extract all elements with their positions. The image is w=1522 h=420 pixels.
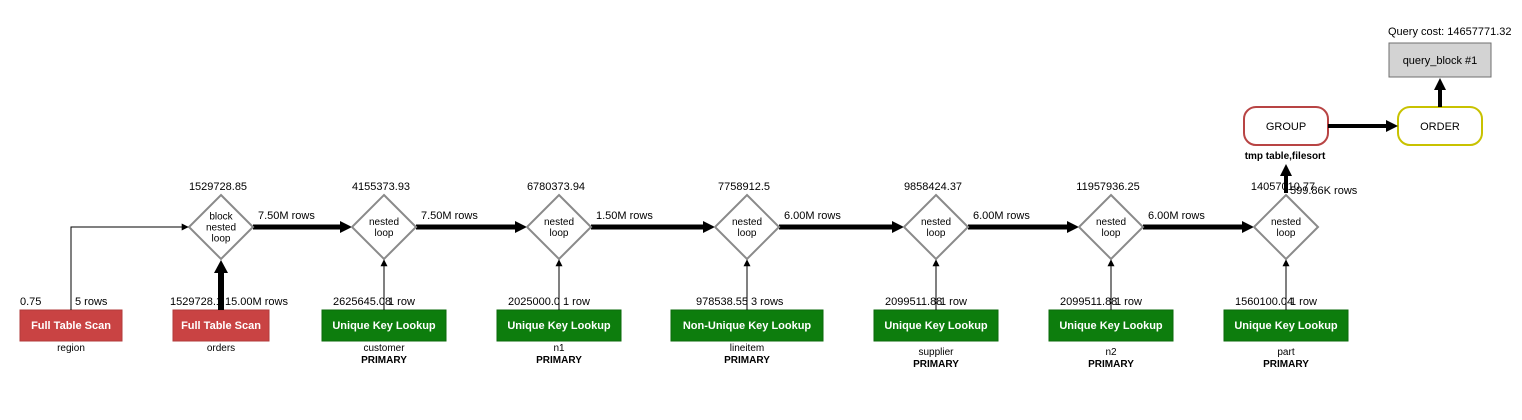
table-to-join-arrowhead <box>214 260 228 273</box>
nested-loop-node[interactable] <box>350 193 418 261</box>
table-cost-label: 2025000.0 <box>508 296 560 308</box>
group-to-order-arrowhead <box>1386 120 1398 132</box>
join-edge-arrowhead <box>703 221 715 233</box>
table-access-label: Unique Key Lookup <box>884 320 988 332</box>
table-access-label: Unique Key Lookup <box>507 320 611 332</box>
table-name-label: customer <box>363 343 405 354</box>
table-name-label: n1 <box>553 343 565 354</box>
table-cost-label: 1529728.1 <box>170 296 222 308</box>
nested-loop-label: loop <box>1102 228 1121 239</box>
table-name-label: region <box>57 343 85 354</box>
query-block-box[interactable] <box>1388 42 1492 78</box>
table-name-label: n2 <box>1105 347 1117 358</box>
join-rows-label: 7.50M rows <box>258 210 315 222</box>
join-cost-label: 1529728.85 <box>189 181 247 193</box>
table-access-label: Full Table Scan <box>31 320 111 332</box>
query-cost-text: Query cost: 14657771.32 <box>1388 26 1512 38</box>
nested-loop-label: nested <box>544 217 574 228</box>
nested-loop-label: nested <box>1271 217 1301 228</box>
table-rows-label: 1 row <box>563 296 590 308</box>
table-cost-label: 2625645.08 <box>333 296 391 308</box>
nested-loop-label: nested <box>921 217 951 228</box>
nested-loop-node[interactable] <box>902 193 970 261</box>
nested-loop-node[interactable] <box>713 193 781 261</box>
join-rows-label: 6.00M rows <box>1148 210 1205 222</box>
join-edge-arrowhead <box>1067 221 1079 233</box>
table-rows-label: 3 rows <box>751 296 784 308</box>
nested-loop-label: nested <box>369 217 399 228</box>
table-access-box[interactable] <box>19 309 123 342</box>
table-name-label: lineitem <box>730 343 764 354</box>
group-rows-label: 599.86K rows <box>1290 185 1358 197</box>
nested-loop-label: loop <box>1277 228 1296 239</box>
table-rows-label: 5 rows <box>75 296 108 308</box>
nested-loop-label: loop <box>212 234 231 245</box>
table-key-label: PRIMARY <box>1088 359 1134 370</box>
join-edge-arrowhead <box>515 221 527 233</box>
join-cost-label: 4155373.93 <box>352 181 410 193</box>
order-label: ORDER <box>1420 121 1460 133</box>
join-edge-arrowhead <box>1242 221 1254 233</box>
join-cost-label: 11957936.25 <box>1076 181 1139 193</box>
order-to-query-block-arrowhead <box>1434 78 1446 90</box>
table-cost-label: 978538.55 <box>696 296 748 308</box>
group-label: GROUP <box>1266 121 1306 133</box>
table-access-label: Non-Unique Key Lookup <box>683 320 812 332</box>
table-name-label: orders <box>207 343 235 354</box>
table-key-label: PRIMARY <box>536 355 582 366</box>
table-access-label: Unique Key Lookup <box>1059 320 1163 332</box>
nested-loop-node[interactable] <box>187 193 255 261</box>
join-cost-label: 14057010.77 <box>1251 181 1315 193</box>
nested-loop-label: nested <box>206 223 236 234</box>
nested-loop-label: nested <box>1096 217 1126 228</box>
table-key-label: PRIMARY <box>361 355 407 366</box>
table-rows-label: 1 row <box>1290 296 1317 308</box>
nested-loop-label: loop <box>738 228 757 239</box>
table-access-box[interactable] <box>321 309 447 342</box>
table-access-box[interactable] <box>1048 309 1174 342</box>
table-access-label: Unique Key Lookup <box>332 320 436 332</box>
table-name-label: supplier <box>918 347 954 358</box>
join-edge-arrowhead <box>340 221 352 233</box>
join-to-group-arrowhead <box>1280 164 1292 176</box>
join-edge-arrowhead <box>892 221 904 233</box>
table-key-label: PRIMARY <box>724 355 770 366</box>
table-cost-label: 0.75 <box>20 296 41 308</box>
nested-loop-node[interactable] <box>1077 193 1145 261</box>
join-rows-label: 7.50M rows <box>421 210 478 222</box>
nested-loop-label: loop <box>927 228 946 239</box>
table-cost-label: 2099511.88 <box>1060 296 1117 308</box>
nested-loop-label: block <box>209 212 233 223</box>
table-rows-label: 1 row <box>1115 296 1142 308</box>
table-access-box[interactable] <box>1223 309 1349 342</box>
join-cost-label: 9858424.37 <box>904 181 962 193</box>
table-rows-label: 1 row <box>940 296 967 308</box>
query-block-label: query_block #1 <box>1403 55 1478 67</box>
group-note: tmp table,filesort <box>1245 151 1326 162</box>
table-access-label: Unique Key Lookup <box>1234 320 1338 332</box>
table-access-box[interactable] <box>172 309 270 342</box>
table-cost-label: 1560100.04 <box>1235 296 1293 308</box>
nested-loop-label: nested <box>732 217 762 228</box>
table-name-label: part <box>1277 347 1294 358</box>
join-rows-label: 6.00M rows <box>973 210 1030 222</box>
table-access-label: Full Table Scan <box>181 320 261 332</box>
join-rows-label: 1.50M rows <box>596 210 653 222</box>
table-key-label: PRIMARY <box>913 359 959 370</box>
join-rows-label: 6.00M rows <box>784 210 841 222</box>
table-rows-label: 1 row <box>388 296 415 308</box>
table-cost-label: 2099511.88 <box>885 296 942 308</box>
nested-loop-node[interactable] <box>1252 193 1320 261</box>
table-rows-label: 15.00M rows <box>225 296 288 308</box>
table-key-label: PRIMARY <box>1263 359 1309 370</box>
nested-loop-label: loop <box>550 228 569 239</box>
join-cost-label: 6780373.94 <box>527 181 585 193</box>
join-cost-label: 7758912.5 <box>718 181 770 193</box>
nested-loop-node[interactable] <box>525 193 593 261</box>
table-to-join-edge <box>70 223 189 310</box>
nested-loop-label: loop <box>375 228 394 239</box>
table-access-box[interactable] <box>496 309 622 342</box>
